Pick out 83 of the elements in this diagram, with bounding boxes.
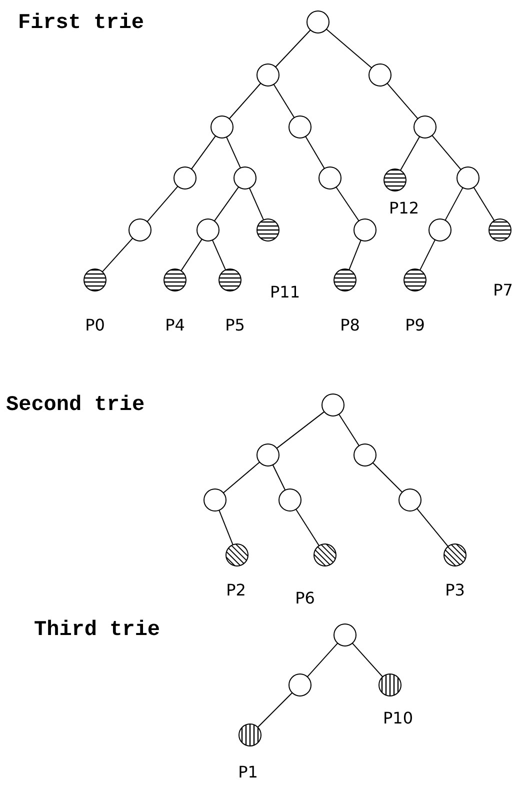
trie-node <box>128 218 152 242</box>
tree-edge <box>276 411 325 449</box>
leaf-label: P9 <box>405 316 425 334</box>
leaf-label: P6 <box>295 588 315 608</box>
tree-edge <box>222 462 260 494</box>
tree-edge <box>272 464 286 491</box>
tree-edge <box>226 136 241 168</box>
tree-edge <box>248 188 264 220</box>
trie-node <box>256 64 280 86</box>
leaf-node <box>378 674 402 696</box>
trie-node <box>196 218 220 242</box>
tree-edge <box>305 136 325 170</box>
leaf-label: P8 <box>340 316 360 334</box>
leaf-label: P0 <box>85 316 105 334</box>
leaf-label: P12 <box>389 198 419 218</box>
tree-edge <box>228 82 262 120</box>
tree-edge <box>146 186 178 222</box>
trie-node <box>322 394 344 416</box>
tree-edge <box>419 239 436 271</box>
tree-edge <box>273 84 295 118</box>
leaf-node <box>218 268 242 292</box>
trie-title: First trie <box>18 12 144 35</box>
trie-node <box>414 116 436 138</box>
tree-edge <box>400 136 420 171</box>
tree-edge <box>257 692 293 728</box>
leaf-label: P3 <box>445 580 465 600</box>
leaf-node <box>226 544 248 566</box>
tree-edge <box>218 510 234 546</box>
trie-node <box>334 624 356 646</box>
tree-edge <box>102 238 134 272</box>
trie-node <box>398 488 422 512</box>
leaf-node <box>84 268 106 292</box>
tree-edge <box>180 238 202 272</box>
tree-edge <box>372 462 403 493</box>
leaf-label: P10 <box>383 708 413 728</box>
trie-node <box>278 488 302 512</box>
trie-node <box>210 116 234 138</box>
leaf-node <box>384 168 406 192</box>
trie-node <box>318 166 342 190</box>
trie-node <box>288 674 312 696</box>
trie-node <box>354 218 376 242</box>
tree-edge <box>275 30 311 68</box>
leaf-label: P7 <box>493 280 513 300</box>
trie-node <box>428 218 452 242</box>
trie-node <box>306 10 330 34</box>
trie-node <box>456 166 480 190</box>
leaf-label: P11 <box>270 282 300 302</box>
trie-node <box>234 166 256 190</box>
leaf-node <box>256 218 280 242</box>
trie-node <box>354 444 376 466</box>
trie-title: Second trie <box>6 394 145 417</box>
tree-edge <box>214 186 240 222</box>
leaf-node <box>404 268 426 292</box>
tree-edge <box>352 642 384 678</box>
tree-edge <box>190 135 216 170</box>
trie-title: Third trie <box>34 619 160 642</box>
tree-edge <box>295 508 320 546</box>
tree-edge <box>348 240 362 270</box>
tree-edge <box>444 187 464 221</box>
tree-edge <box>432 134 462 170</box>
leaf-node <box>334 268 356 292</box>
leaf-label: P5 <box>225 316 245 334</box>
leaf-label: P2 <box>226 580 246 600</box>
trie-node <box>256 444 280 466</box>
leaf-label: P1 <box>238 762 258 782</box>
tree-edge <box>416 508 449 547</box>
trie-node <box>174 166 196 190</box>
tree-edge <box>386 82 418 120</box>
trie-node <box>204 488 226 512</box>
tree-edge <box>212 240 226 270</box>
leaf-node <box>488 218 512 242</box>
leaf-node <box>164 268 186 292</box>
leaf-node <box>314 544 336 566</box>
trie-node <box>288 116 312 138</box>
tree-edge <box>306 642 338 678</box>
leaf-label: P4 <box>165 316 185 334</box>
tree-edge <box>326 28 372 68</box>
tree-edge <box>338 414 360 446</box>
leaf-node <box>444 544 466 566</box>
tree-edge <box>336 186 360 222</box>
tree-edge <box>473 186 495 222</box>
leaf-node <box>238 724 262 746</box>
trie-node <box>368 64 392 86</box>
